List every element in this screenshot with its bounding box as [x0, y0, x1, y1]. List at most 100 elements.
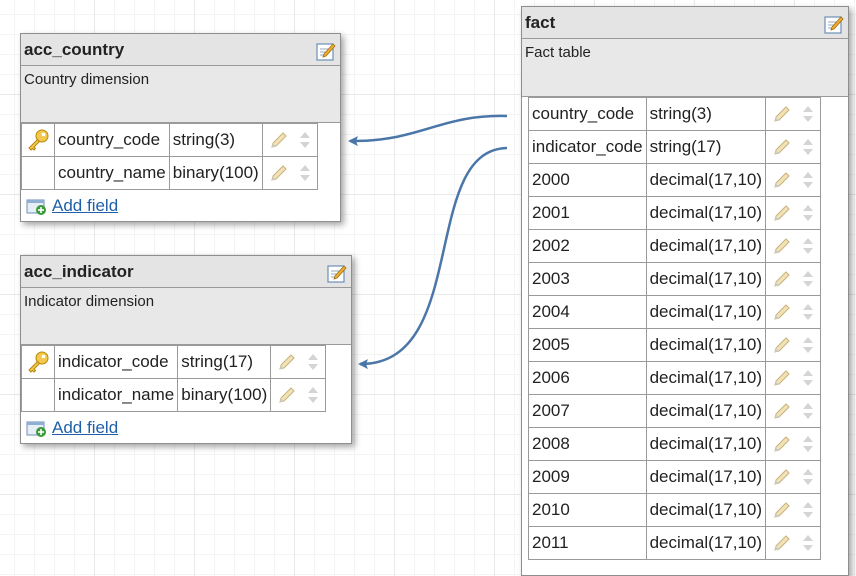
field-type: decimal(17,10): [645, 394, 767, 428]
edit-table-icon[interactable]: [316, 41, 336, 61]
reorder-arrows-icon[interactable]: [802, 170, 814, 190]
add-field-row: Add field: [21, 190, 340, 223]
table-acc-country[interactable]: acc_country Country dimension country_co…: [20, 33, 341, 222]
field-controls: [261, 156, 318, 190]
pencil-icon[interactable]: [772, 203, 792, 223]
reorder-arrows-icon[interactable]: [802, 203, 814, 223]
pencil-icon[interactable]: [269, 130, 289, 150]
reorder-arrows-icon[interactable]: [802, 434, 814, 454]
field-type: decimal(17,10): [645, 493, 767, 527]
pencil-icon[interactable]: [277, 352, 297, 372]
pencil-icon[interactable]: [772, 434, 792, 454]
table-header[interactable]: fact: [522, 7, 848, 39]
table-header[interactable]: acc_indicator: [21, 256, 351, 288]
add-field-link[interactable]: Add field: [52, 196, 119, 215]
field-type: decimal(17,10): [645, 262, 767, 296]
add-field-icon[interactable]: [26, 198, 48, 216]
field-controls: [765, 262, 822, 296]
pencil-icon[interactable]: [277, 385, 297, 405]
pencil-icon[interactable]: [772, 368, 792, 388]
table-header[interactable]: acc_country: [21, 34, 340, 66]
add-field-row: Add field: [21, 412, 351, 445]
pencil-icon[interactable]: [772, 401, 792, 421]
field-controls: [261, 123, 318, 157]
reorder-arrows-icon[interactable]: [802, 236, 814, 256]
key-cell: [21, 156, 55, 190]
field-controls: [765, 394, 822, 428]
edit-table-icon[interactable]: [824, 14, 844, 34]
field-type: decimal(17,10): [645, 526, 767, 560]
table-acc-indicator[interactable]: acc_indicator Indicator dimension indica…: [20, 255, 352, 444]
field-controls: [765, 427, 822, 461]
pencil-icon[interactable]: [772, 500, 792, 520]
reorder-arrows-icon[interactable]: [802, 401, 814, 421]
pencil-icon[interactable]: [772, 137, 792, 157]
field-name: 2001: [528, 196, 647, 230]
relation-country-code[interactable]: [348, 114, 508, 147]
reorder-arrows-icon[interactable]: [802, 269, 814, 289]
reorder-arrows-icon[interactable]: [802, 368, 814, 388]
field-type: string(17): [645, 130, 767, 164]
pencil-icon[interactable]: [772, 533, 792, 553]
reorder-arrows-icon[interactable]: [802, 467, 814, 487]
reorder-arrows-icon[interactable]: [802, 500, 814, 520]
pencil-icon[interactable]: [772, 269, 792, 289]
field-name: 2004: [528, 295, 647, 329]
field-name: 2011: [528, 526, 647, 560]
edit-table-icon[interactable]: [327, 263, 347, 283]
pencil-icon[interactable]: [772, 302, 792, 322]
field-controls: [765, 130, 822, 164]
field-type: string(17): [177, 345, 272, 379]
field-controls: [765, 295, 822, 329]
reorder-arrows-icon[interactable]: [299, 163, 311, 183]
reorder-arrows-icon[interactable]: [307, 352, 319, 372]
table-title: acc_country: [24, 40, 125, 59]
add-field-icon[interactable]: [26, 420, 48, 438]
pencil-icon[interactable]: [269, 163, 289, 183]
reorder-arrows-icon[interactable]: [802, 533, 814, 553]
reorder-arrows-icon[interactable]: [299, 130, 311, 150]
pencil-icon[interactable]: [772, 467, 792, 487]
field-type: decimal(17,10): [645, 196, 767, 230]
field-name: 2008: [528, 427, 647, 461]
reorder-arrows-icon[interactable]: [802, 302, 814, 322]
reorder-arrows-icon[interactable]: [802, 137, 814, 157]
field-name: 2007: [528, 394, 647, 428]
table-description-text: Country dimension: [24, 71, 150, 88]
pencil-icon[interactable]: [772, 236, 792, 256]
reorder-arrows-icon[interactable]: [307, 385, 319, 405]
field-name: 2002: [528, 229, 647, 263]
pencil-icon[interactable]: [772, 170, 792, 190]
relation-indicator-code[interactable]: [358, 146, 508, 370]
field-type: decimal(17,10): [645, 328, 767, 362]
field-name: indicator_code: [528, 130, 647, 164]
pencil-icon[interactable]: [772, 104, 792, 124]
field-controls: [765, 361, 822, 395]
field-controls: [765, 526, 822, 560]
reorder-arrows-icon[interactable]: [802, 104, 814, 124]
field-type: binary(100): [177, 378, 272, 412]
reorder-arrows-icon[interactable]: [802, 335, 814, 355]
pencil-icon[interactable]: [772, 335, 792, 355]
add-field-link[interactable]: Add field: [52, 418, 119, 437]
